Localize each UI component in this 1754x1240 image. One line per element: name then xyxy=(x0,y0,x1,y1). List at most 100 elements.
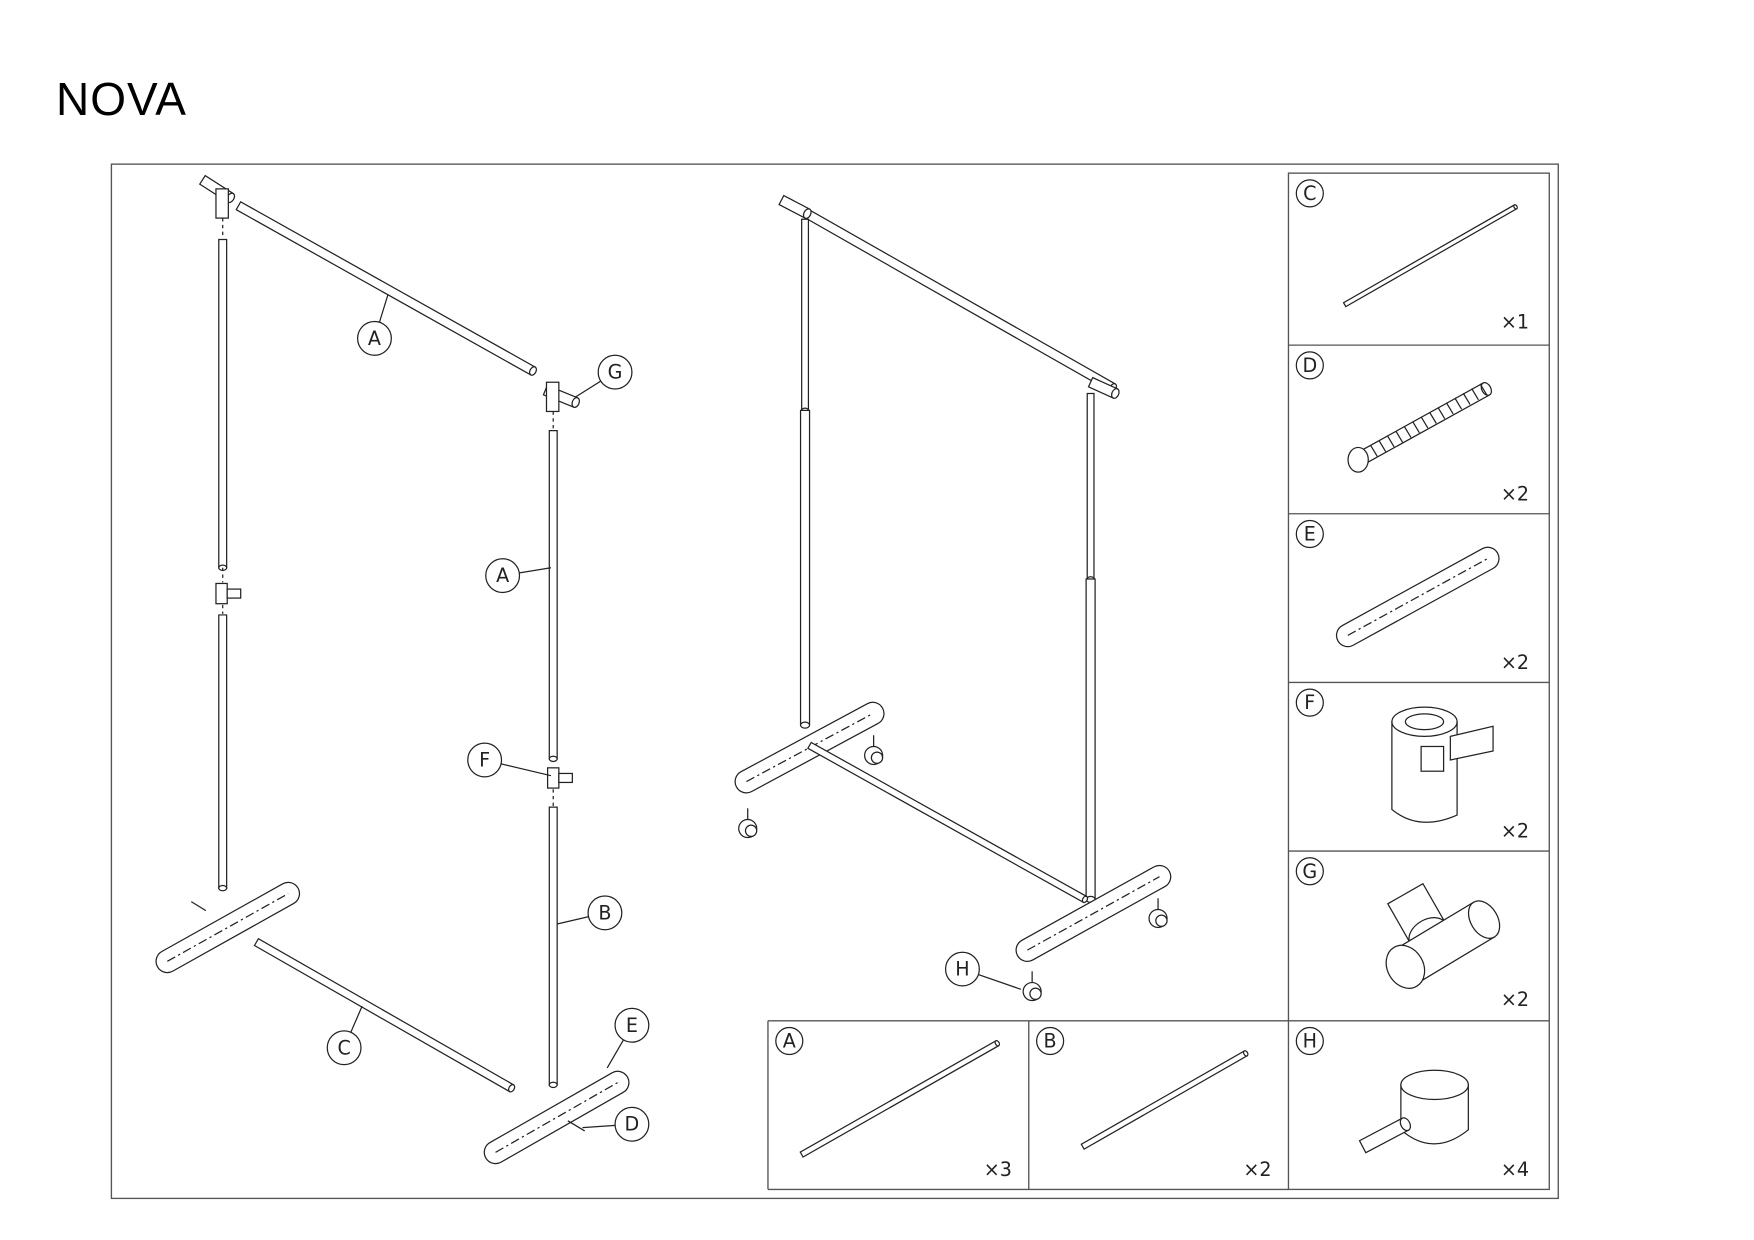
tube-end xyxy=(218,884,228,892)
part-f-clamp-slot xyxy=(1420,745,1445,772)
part-quantity: ×3 xyxy=(984,1158,1012,1181)
screw-thread xyxy=(1445,402,1454,415)
base-rod-c xyxy=(253,937,515,1093)
clamp-f-left xyxy=(215,582,228,605)
part-c-rod xyxy=(1342,204,1518,308)
screw-thread xyxy=(1378,440,1387,453)
part-h-caster xyxy=(1400,1069,1469,1101)
callout-circle xyxy=(485,558,521,594)
tube-end xyxy=(994,1040,1001,1047)
top-rail xyxy=(783,197,1117,393)
tube-end xyxy=(799,721,811,729)
screw-thread xyxy=(1386,435,1395,448)
tube-end xyxy=(1467,900,1501,939)
upright-tube-a xyxy=(218,238,228,569)
connector-g-right xyxy=(545,381,560,413)
screw-thread xyxy=(1403,425,1412,438)
callout-circle xyxy=(467,742,503,778)
part-letter-circle xyxy=(1036,1026,1065,1056)
product-title: NOVA xyxy=(56,73,187,125)
base-rod xyxy=(807,741,1088,904)
part-letter: H xyxy=(1303,1030,1317,1053)
tube-end xyxy=(548,755,558,763)
callout-d: D xyxy=(625,1113,640,1136)
part-quantity: ×2 xyxy=(1501,820,1529,843)
upright-upper xyxy=(801,218,810,411)
part-quantity: ×2 xyxy=(1243,1158,1271,1181)
part-letter-circle xyxy=(1295,519,1324,549)
tube-end xyxy=(548,1081,558,1089)
connector-arm xyxy=(226,588,242,599)
tube-end xyxy=(571,396,580,408)
part-letter-circle xyxy=(1295,351,1324,380)
screw-thread xyxy=(1454,397,1463,410)
centerline xyxy=(1347,557,1489,636)
part-b-rod xyxy=(1080,1050,1248,1150)
callout-a: A xyxy=(368,327,381,350)
screw-thread xyxy=(1462,392,1471,405)
part-letter: B xyxy=(1044,1030,1057,1053)
part-letter-circle xyxy=(1295,179,1324,208)
caster-wheel-icon xyxy=(1029,987,1042,1001)
screw-d-left xyxy=(190,901,207,912)
callout-circle xyxy=(597,354,633,390)
connector-g-left xyxy=(215,188,229,219)
screw-head-icon xyxy=(1347,446,1369,473)
part-letter: E xyxy=(1304,522,1316,545)
screw-thread xyxy=(1437,407,1446,419)
tube-end xyxy=(1399,1117,1412,1132)
base-foot-e-left xyxy=(155,881,301,974)
part-f-clamp-hole xyxy=(1404,713,1445,731)
callout-circle xyxy=(356,320,392,356)
tube-end xyxy=(1242,1050,1249,1057)
diagram-frame xyxy=(110,163,1559,1200)
screw-thread xyxy=(1420,416,1429,429)
tube-end xyxy=(1480,382,1493,396)
caster-wheel-icon xyxy=(1155,914,1168,927)
callout-circle xyxy=(944,951,980,987)
callout-h: H xyxy=(955,958,969,981)
centerline xyxy=(167,893,289,962)
callout-circle xyxy=(587,895,623,931)
tube-end xyxy=(802,208,812,219)
part-letter: G xyxy=(1302,860,1317,883)
upright-lower xyxy=(799,409,811,726)
screw-thread xyxy=(1471,388,1479,401)
upright-lower xyxy=(1085,578,1096,900)
part-letter: D xyxy=(1302,354,1317,377)
part-letter-circle xyxy=(1295,857,1324,886)
part-a-rod xyxy=(799,1039,1000,1158)
screw-thread xyxy=(1479,383,1488,396)
upright-tube-a xyxy=(548,429,558,760)
centerline xyxy=(746,713,874,783)
callout-c: C xyxy=(337,1036,350,1059)
part-d-screw xyxy=(1356,382,1491,466)
callout-e: E xyxy=(626,1014,638,1037)
part-quantity: ×2 xyxy=(1501,651,1529,674)
screw-thread xyxy=(1429,411,1437,424)
parts-panel xyxy=(767,172,1550,1191)
callout-circle xyxy=(614,1106,650,1142)
part-quantity: ×4 xyxy=(1501,1158,1529,1181)
caster-wheel-icon xyxy=(870,751,884,764)
screw-thread xyxy=(1395,430,1404,443)
screw-d-right xyxy=(567,1120,586,1132)
upright-tube-b xyxy=(548,806,558,1086)
upright-upper xyxy=(1086,392,1095,580)
part-quantity: ×1 xyxy=(1501,310,1529,333)
tube-end xyxy=(508,1083,516,1093)
screw-thread xyxy=(1369,444,1378,457)
part-letter-circle xyxy=(1295,1026,1324,1056)
tube-end xyxy=(1513,204,1518,210)
callout-a: A xyxy=(496,564,509,587)
tube-end xyxy=(1081,895,1089,904)
part-letter: C xyxy=(1303,182,1316,205)
part-letter: F xyxy=(1304,691,1315,714)
connector-arm xyxy=(558,772,573,784)
upright-tube-b xyxy=(218,614,228,889)
part-letter-circle xyxy=(1295,688,1324,717)
centerline xyxy=(1027,876,1160,951)
screw-thread xyxy=(1412,421,1420,434)
tube-end xyxy=(1110,388,1120,399)
